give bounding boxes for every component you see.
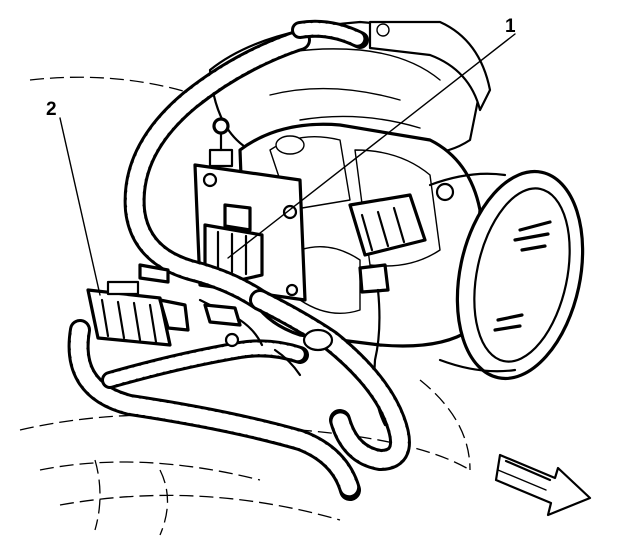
right-side-sensor <box>348 193 427 427</box>
throttle-bore <box>428 169 585 381</box>
front-direction-arrow-icon <box>494 453 592 517</box>
callout-1-label: 1 <box>505 16 516 37</box>
connector-on-throttle-body <box>203 223 264 282</box>
callout-2-label: 2 <box>46 99 57 120</box>
harness-clips <box>224 328 334 377</box>
sensor-mounting-plate <box>193 117 307 302</box>
callout-leaders <box>59 33 516 296</box>
wiring-harness-conduit <box>67 19 411 501</box>
harness-connector <box>86 263 264 347</box>
